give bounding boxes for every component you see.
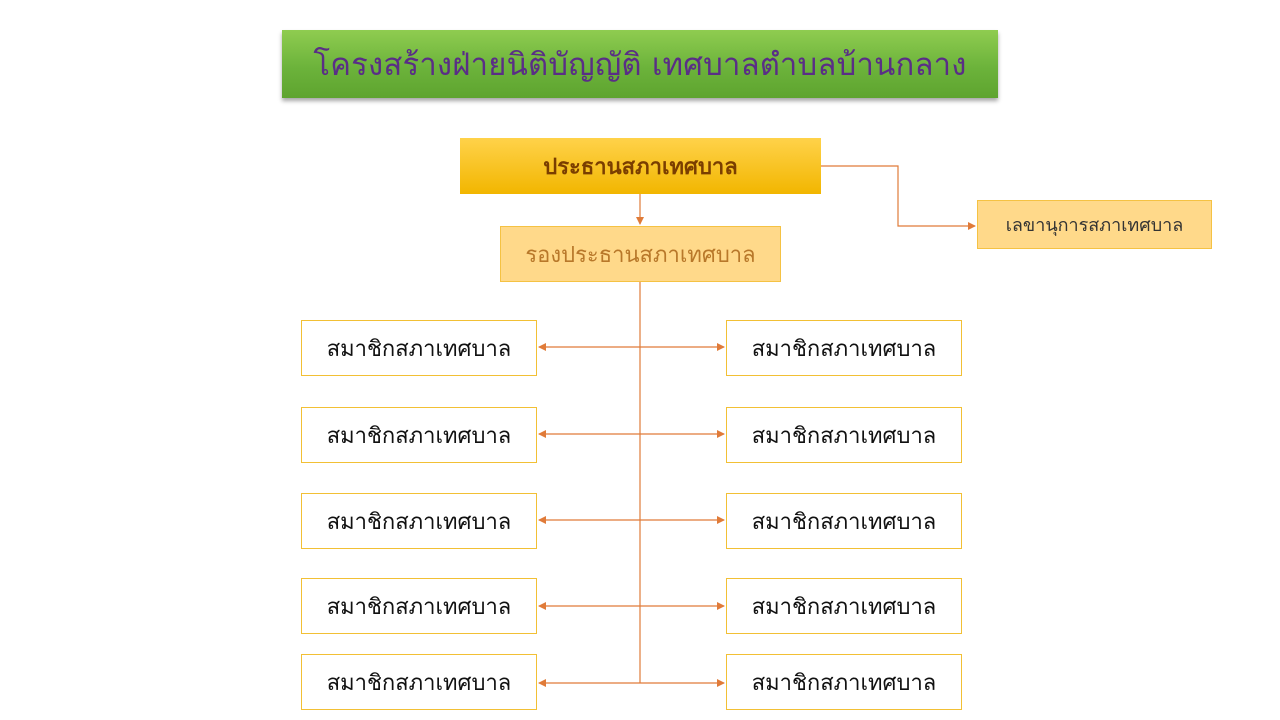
secretary-box: เลขานุการสภาเทศบาล — [977, 200, 1212, 249]
member-right-5: สมาชิกสภาเทศบาล — [726, 654, 962, 710]
member-left-3: สมาชิกสภาเทศบาล — [301, 493, 537, 549]
member-left-2: สมาชิกสภาเทศบาล — [301, 407, 537, 463]
member-left-4: สมาชิกสภาเทศบาล — [301, 578, 537, 634]
title-banner: โครงสร้างฝ่ายนิติบัญญัติ เทศบาลตำบลบ้านก… — [282, 30, 998, 98]
member-left-1: สมาชิกสภาเทศบาล — [301, 320, 537, 376]
member-right-3: สมาชิกสภาเทศบาล — [726, 493, 962, 549]
chair-box: ประธานสภาเทศบาล — [460, 138, 821, 194]
page-title: โครงสร้างฝ่ายนิติบัญญัติ เทศบาลตำบลบ้านก… — [313, 47, 967, 83]
chair-to-secretary-arrow — [821, 165, 976, 230]
member-right-4: สมาชิกสภาเทศบาล — [726, 578, 962, 634]
member-right-1: สมาชิกสภาเทศบาล — [726, 320, 962, 376]
member-left-5: สมาชิกสภาเทศบาล — [301, 654, 537, 710]
member-right-2: สมาชิกสภาเทศบาล — [726, 407, 962, 463]
vice-chair-box: รองประธานสภาเทศบาล — [500, 226, 781, 282]
